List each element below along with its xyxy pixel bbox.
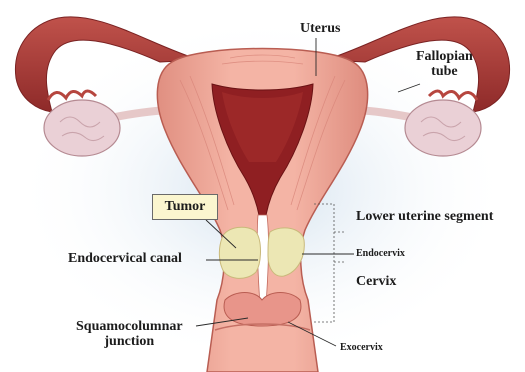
label-uterus: Uterus (300, 22, 340, 37)
left-ovary (44, 100, 120, 156)
label-endocervical-canal: Endocervical canal (68, 252, 182, 267)
tumor-mass (219, 227, 260, 278)
label-endocervix: Endocervix (356, 249, 405, 260)
label-fallopian-tube: Fallopian tube (416, 50, 473, 79)
label-lower-uterine-segment: Lower uterine segment (356, 210, 493, 225)
label-cervix: Cervix (356, 275, 396, 290)
label-exocervix: Exocervix (340, 343, 383, 354)
tumor-callout-box: Tumor (152, 194, 218, 220)
label-tumor: Tumor (153, 195, 217, 219)
right-ovary (405, 100, 481, 156)
label-squamocolumnar-junction: Squamocolumnar junction (76, 320, 183, 349)
